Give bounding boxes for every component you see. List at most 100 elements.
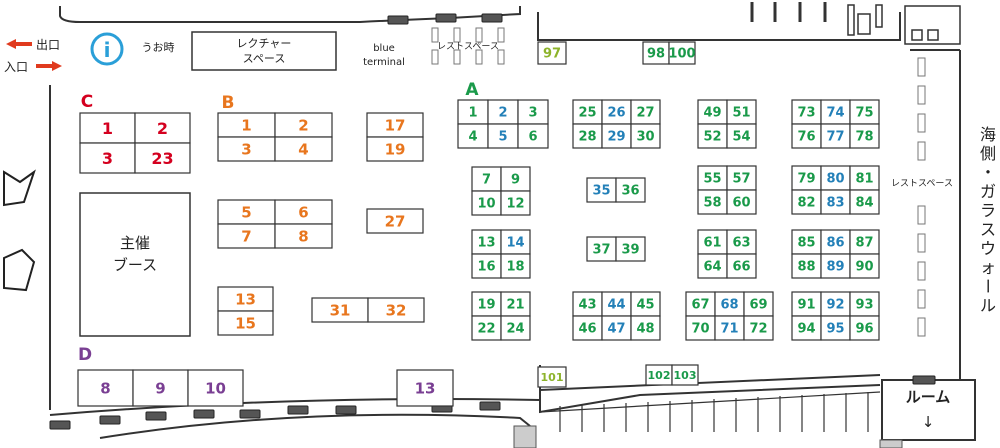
booth[interactable]: 18 bbox=[500, 253, 531, 279]
booth[interactable]: 82 bbox=[791, 189, 822, 215]
booth[interactable]: 100 bbox=[668, 41, 696, 65]
booth[interactable]: 4 bbox=[274, 136, 333, 162]
booth[interactable]: 92 bbox=[820, 291, 851, 317]
booth[interactable]: 21 bbox=[500, 291, 531, 317]
booth[interactable]: 88 bbox=[791, 253, 822, 279]
booth[interactable]: 6 bbox=[517, 123, 549, 149]
booth[interactable]: 83 bbox=[820, 189, 851, 215]
booth[interactable]: 103 bbox=[671, 364, 699, 386]
booth[interactable]: 49 bbox=[697, 99, 728, 125]
booth[interactable]: 44 bbox=[601, 291, 632, 317]
booth[interactable]: 3 bbox=[517, 99, 549, 125]
booth[interactable]: 8 bbox=[274, 223, 333, 249]
booth[interactable]: 29 bbox=[601, 123, 632, 149]
booth[interactable]: 93 bbox=[849, 291, 880, 317]
booth[interactable]: 2 bbox=[487, 99, 519, 125]
booth[interactable]: 9 bbox=[500, 166, 531, 192]
booth[interactable]: 25 bbox=[572, 99, 603, 125]
booth[interactable]: 95 bbox=[820, 315, 851, 341]
booth[interactable]: 57 bbox=[726, 165, 757, 191]
booth[interactable]: 68 bbox=[714, 291, 745, 317]
booth[interactable]: 58 bbox=[697, 189, 728, 215]
booth[interactable]: 6 bbox=[274, 199, 333, 225]
booth[interactable]: 1 bbox=[79, 112, 136, 144]
booth[interactable]: 7 bbox=[217, 223, 276, 249]
booth[interactable]: 27 bbox=[630, 99, 661, 125]
booth[interactable]: 13 bbox=[396, 369, 454, 407]
booth[interactable]: 80 bbox=[820, 165, 851, 191]
booth[interactable]: 9 bbox=[132, 369, 189, 407]
booth[interactable]: 2 bbox=[134, 112, 191, 144]
booth[interactable]: 19 bbox=[471, 291, 502, 317]
booth[interactable]: 63 bbox=[726, 229, 757, 255]
booth[interactable]: 19 bbox=[366, 136, 424, 162]
booth[interactable]: 22 bbox=[471, 315, 502, 341]
booth[interactable]: 90 bbox=[849, 253, 880, 279]
booth[interactable]: 7 bbox=[471, 166, 502, 192]
booth[interactable]: 5 bbox=[487, 123, 519, 149]
booth[interactable]: 81 bbox=[849, 165, 880, 191]
booth[interactable]: 76 bbox=[791, 123, 822, 149]
booth[interactable]: 13 bbox=[471, 229, 502, 255]
booth[interactable]: 35 bbox=[586, 177, 617, 203]
booth[interactable]: 30 bbox=[630, 123, 661, 149]
booth[interactable]: 8 bbox=[77, 369, 134, 407]
booth[interactable]: 94 bbox=[791, 315, 822, 341]
booth[interactable]: 89 bbox=[820, 253, 851, 279]
booth[interactable]: 54 bbox=[726, 123, 757, 149]
booth[interactable]: 46 bbox=[572, 315, 603, 341]
booth[interactable]: 55 bbox=[697, 165, 728, 191]
booth[interactable]: 64 bbox=[697, 253, 728, 279]
booth[interactable]: 10 bbox=[187, 369, 244, 407]
booth[interactable]: 27 bbox=[366, 208, 424, 234]
booth[interactable]: 4 bbox=[457, 123, 489, 149]
booth[interactable]: 52 bbox=[697, 123, 728, 149]
booth[interactable]: 98 bbox=[642, 41, 670, 65]
booth[interactable]: 43 bbox=[572, 291, 603, 317]
booth[interactable]: 28 bbox=[572, 123, 603, 149]
booth[interactable]: 66 bbox=[726, 253, 757, 279]
booth[interactable]: 102 bbox=[645, 364, 673, 386]
booth[interactable]: 13 bbox=[217, 286, 274, 312]
booth[interactable]: 36 bbox=[615, 177, 646, 203]
booth[interactable]: 61 bbox=[697, 229, 728, 255]
booth[interactable]: 10 bbox=[471, 190, 502, 216]
booth[interactable]: 69 bbox=[743, 291, 774, 317]
booth[interactable]: 24 bbox=[500, 315, 531, 341]
booth[interactable]: 32 bbox=[367, 297, 425, 323]
booth[interactable]: 47 bbox=[601, 315, 632, 341]
booth[interactable]: 1 bbox=[217, 112, 276, 138]
booth[interactable]: 48 bbox=[630, 315, 661, 341]
booth[interactable]: 101 bbox=[537, 366, 567, 388]
booth[interactable]: 17 bbox=[366, 112, 424, 138]
booth[interactable]: 2 bbox=[274, 112, 333, 138]
booth[interactable]: 91 bbox=[791, 291, 822, 317]
booth[interactable]: 12 bbox=[500, 190, 531, 216]
booth[interactable]: 5 bbox=[217, 199, 276, 225]
booth[interactable]: 31 bbox=[311, 297, 369, 323]
booth[interactable]: 75 bbox=[849, 99, 880, 125]
booth[interactable]: 78 bbox=[849, 123, 880, 149]
booth[interactable]: 37 bbox=[586, 236, 617, 262]
booth[interactable]: 73 bbox=[791, 99, 822, 125]
booth[interactable]: 3 bbox=[79, 142, 136, 174]
booth[interactable]: 15 bbox=[217, 310, 274, 336]
booth[interactable]: 60 bbox=[726, 189, 757, 215]
booth[interactable]: 26 bbox=[601, 99, 632, 125]
booth[interactable]: 77 bbox=[820, 123, 851, 149]
booth[interactable]: 70 bbox=[685, 315, 716, 341]
booth[interactable]: 96 bbox=[849, 315, 880, 341]
booth[interactable]: 84 bbox=[849, 189, 880, 215]
booth[interactable]: 97 bbox=[537, 41, 567, 65]
booth[interactable]: 67 bbox=[685, 291, 716, 317]
booth[interactable]: 72 bbox=[743, 315, 774, 341]
booth[interactable]: 23 bbox=[134, 142, 191, 174]
booth[interactable]: 51 bbox=[726, 99, 757, 125]
booth[interactable]: 16 bbox=[471, 253, 502, 279]
booth[interactable]: 45 bbox=[630, 291, 661, 317]
booth[interactable]: 79 bbox=[791, 165, 822, 191]
booth[interactable]: 39 bbox=[615, 236, 646, 262]
booth[interactable]: 87 bbox=[849, 229, 880, 255]
booth[interactable]: 14 bbox=[500, 229, 531, 255]
booth[interactable]: 74 bbox=[820, 99, 851, 125]
